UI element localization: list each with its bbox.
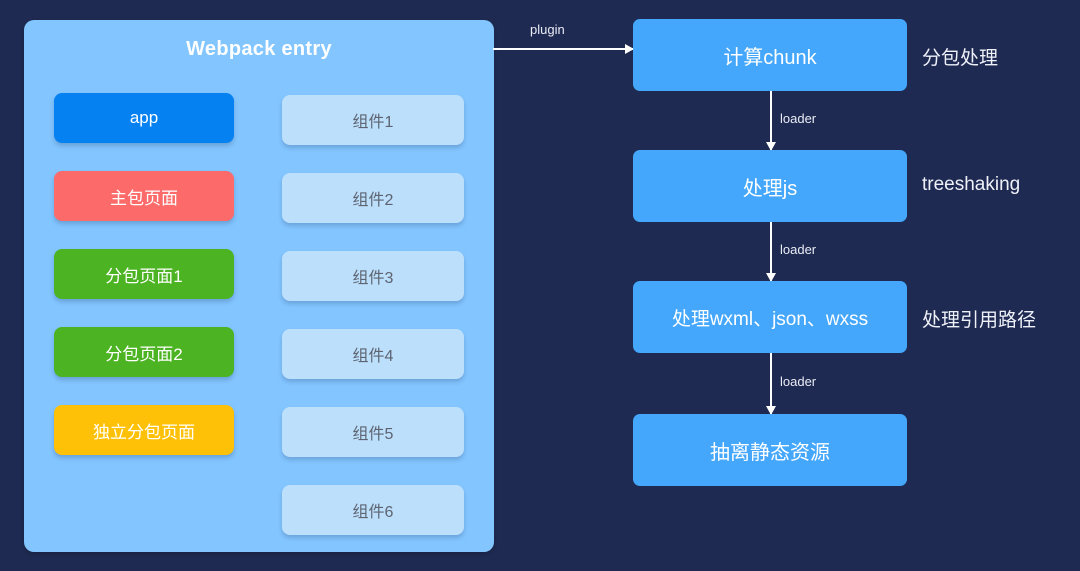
plugin-arrow-label: plugin (530, 22, 565, 37)
pipeline-step-process-js[interactable]: 处理js (633, 150, 907, 222)
entry-page-app[interactable]: app (54, 93, 234, 143)
webpack-entry-panel: Webpack entry app 主包页面 分包页面1 分包页面2 独立分包页… (24, 20, 494, 552)
entry-page-sub-package-1[interactable]: 分包页面1 (54, 249, 234, 299)
component-box-4[interactable]: 组件4 (282, 329, 464, 379)
entry-page-main-package[interactable]: 主包页面 (54, 171, 234, 221)
pipeline-note-compute-chunk: 分包处理 (922, 48, 999, 69)
entry-pages-column: app 主包页面 分包页面1 分包页面2 独立分包页面 (54, 93, 234, 483)
pipeline-arrow-3-icon (766, 353, 776, 415)
pipeline-note-process-js: treeshaking (922, 174, 1021, 195)
component-box-3[interactable]: 组件3 (282, 251, 464, 301)
pipeline-step-process-wxml-json-wxss[interactable]: 处理wxml、json、wxss (633, 281, 907, 353)
pipeline-step-compute-chunk[interactable]: 计算chunk (633, 19, 907, 91)
plugin-arrow-icon (493, 44, 634, 54)
entry-page-independent-sub-package[interactable]: 独立分包页面 (54, 405, 234, 455)
pipeline-arrow-2-icon (766, 222, 776, 282)
pipeline-arrow-2-label: loader (780, 242, 817, 257)
component-box-6[interactable]: 组件6 (282, 485, 464, 535)
component-box-1[interactable]: 组件1 (282, 95, 464, 145)
webpack-entry-title: Webpack entry (186, 38, 332, 60)
pipeline-arrow-3-label: loader (780, 374, 817, 389)
entry-components-column: 组件1 组件2 组件3 组件4 组件5 组件6 (282, 95, 464, 563)
pipeline-arrow-1-icon (766, 91, 776, 151)
pipeline-arrow-1-label: loader (780, 111, 817, 126)
component-box-5[interactable]: 组件5 (282, 407, 464, 457)
pipeline-step-extract-static-assets[interactable]: 抽离静态资源 (633, 414, 907, 486)
component-box-2[interactable]: 组件2 (282, 173, 464, 223)
pipeline-note-process-wxml-json-wxss: 处理引用路径 (922, 310, 1037, 331)
entry-page-sub-package-2[interactable]: 分包页面2 (54, 327, 234, 377)
